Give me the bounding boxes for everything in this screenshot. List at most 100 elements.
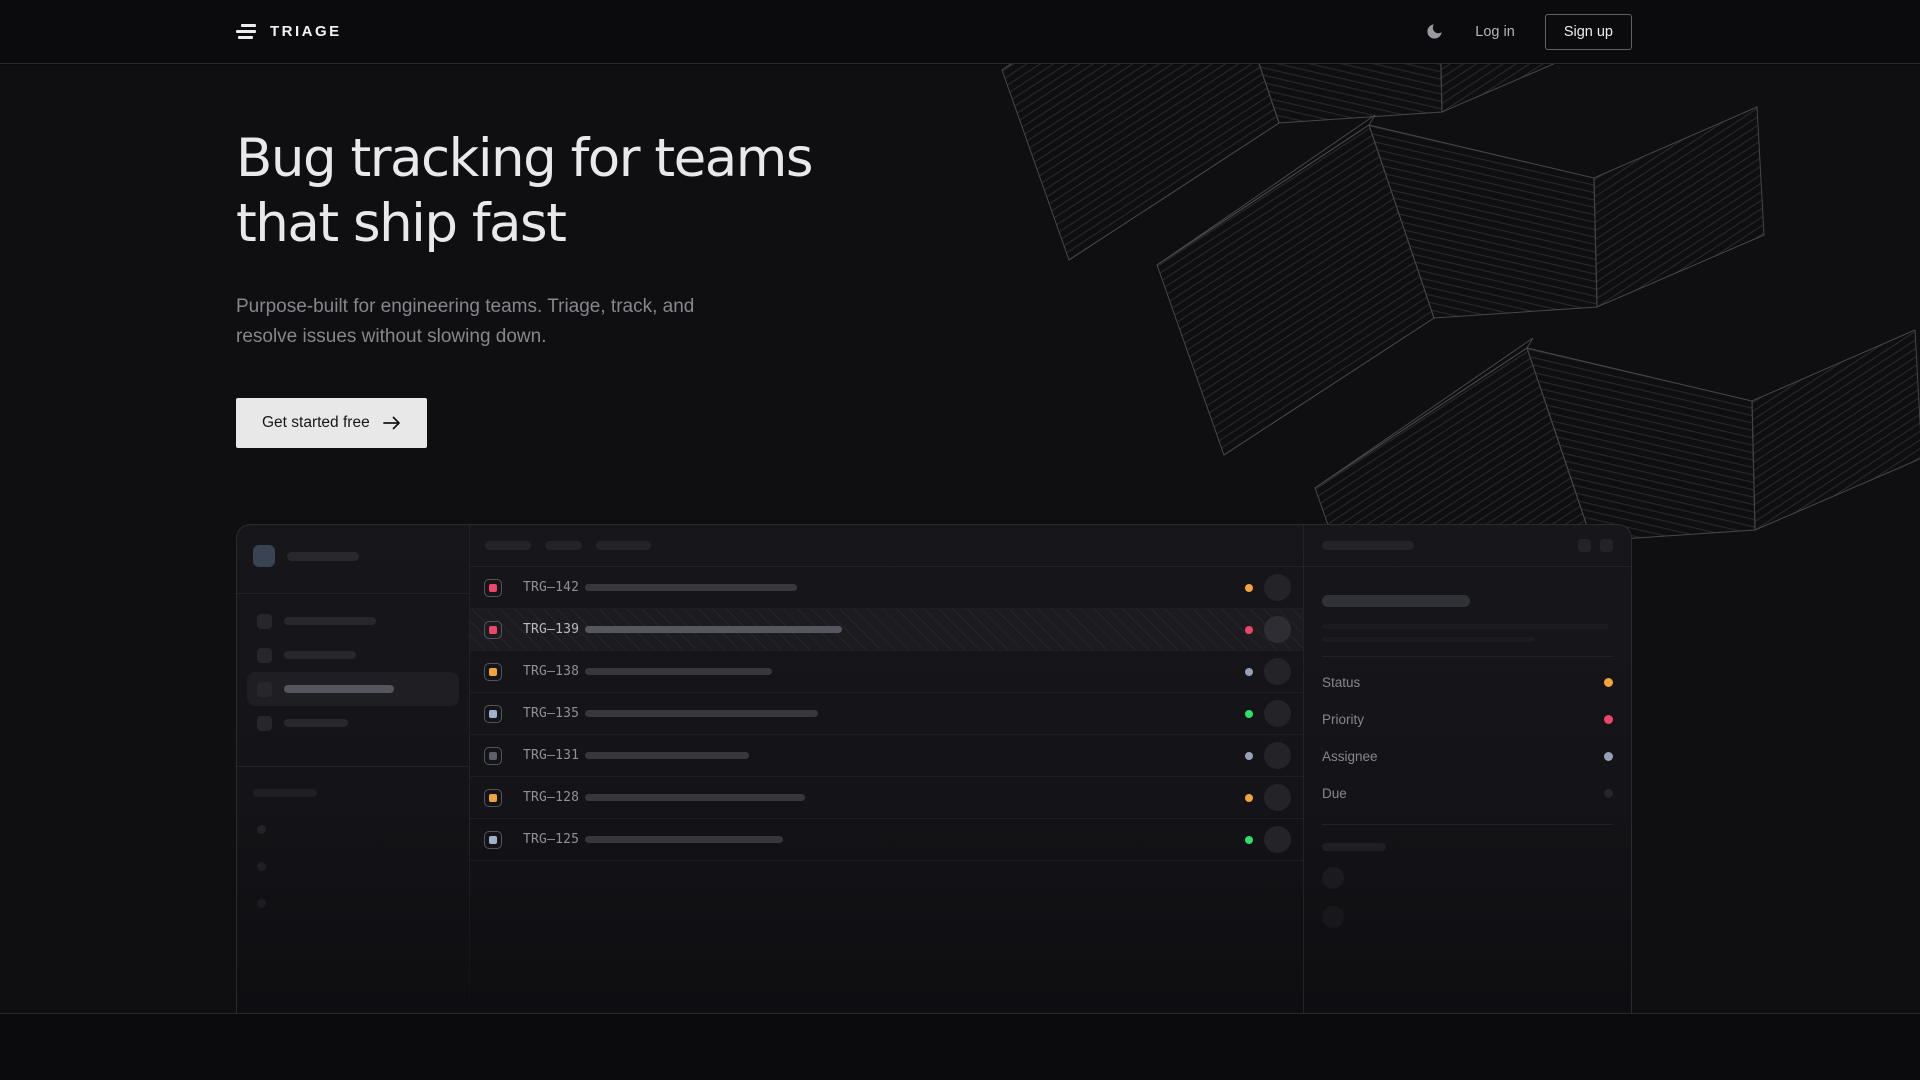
panel-action-button[interactable] — [1578, 539, 1591, 552]
issue-assignee-avatar — [1264, 700, 1291, 727]
next-section — [0, 1013, 1920, 1080]
issue-assignee-avatar — [1264, 826, 1291, 853]
field-value-dot — [1604, 789, 1613, 798]
issue-id: TRG–128 — [523, 790, 580, 805]
nav-icon — [257, 613, 272, 629]
issue-status-dot — [1245, 835, 1253, 844]
issue-title-skeleton — [585, 836, 783, 843]
theme-toggle-button[interactable] — [1423, 21, 1445, 43]
sidebar-dot — [257, 862, 266, 871]
divider — [1322, 656, 1613, 657]
signup-button[interactable]: Sign up — [1544, 13, 1632, 50]
detail-field-row[interactable]: Due — [1322, 775, 1613, 812]
issue-assignee-avatar — [1264, 784, 1291, 811]
issue-description-skeleton — [1322, 637, 1535, 642]
field-value-dot — [1604, 752, 1613, 761]
sidebar-section-label-skeleton — [253, 789, 317, 797]
issue-row[interactable]: TRG–142 — [470, 567, 1303, 609]
issue-assignee-avatar — [1264, 616, 1291, 643]
sidebar-item[interactable] — [247, 638, 459, 672]
issue-row[interactable]: TRG–138 — [470, 651, 1303, 693]
activity-avatar-skeleton — [1322, 867, 1344, 889]
detail-field-row[interactable]: Priority — [1322, 701, 1613, 738]
sidebar-item[interactable] — [247, 604, 459, 638]
workspace-name-skeleton — [287, 551, 359, 561]
issue-status-dot — [1245, 793, 1253, 802]
issue-type-icon — [484, 578, 502, 597]
workspace-switcher[interactable] — [253, 545, 453, 567]
field-value-dot — [1604, 715, 1613, 724]
filter-tab-skeleton — [485, 541, 531, 550]
arrow-right-icon — [382, 416, 400, 430]
preview-sidebar — [237, 525, 470, 1014]
brand-logo[interactable]: TRIAGE — [236, 23, 342, 40]
issue-list-header — [470, 525, 1303, 567]
issue-row[interactable]: TRG–125 — [470, 819, 1303, 861]
divider — [237, 593, 469, 594]
moon-icon — [1427, 24, 1442, 39]
issue-id: TRG–125 — [523, 832, 580, 847]
hero-subtitle: Purpose-built for engineering teams. Tri… — [236, 296, 695, 348]
sidebar-dot — [257, 899, 266, 908]
detail-field-row[interactable]: Assignee — [1322, 738, 1613, 775]
activity-avatar-skeleton — [1322, 906, 1344, 928]
issue-id: TRG–139 — [523, 622, 580, 637]
sidebar-nav — [237, 604, 469, 740]
issue-row[interactable]: TRG–139 — [470, 609, 1303, 651]
issue-row[interactable]: TRG–128 — [470, 777, 1303, 819]
issue-title-skeleton — [585, 710, 818, 717]
activity-section-label-skeleton — [1322, 843, 1386, 851]
divider — [237, 766, 469, 767]
issue-description-skeleton — [1322, 624, 1609, 629]
issue-id: TRG–138 — [523, 664, 580, 679]
panel-title-skeleton — [1322, 541, 1414, 550]
detail-field-row[interactable]: Status — [1322, 664, 1613, 701]
top-nav: TRIAGE Log in Sign up — [0, 0, 1920, 64]
issue-id: TRG–131 — [523, 748, 580, 763]
nav-icon — [257, 681, 272, 697]
login-link[interactable]: Log in — [1475, 23, 1515, 40]
issue-type-icon — [484, 830, 502, 849]
divider — [1322, 824, 1613, 825]
issue-type-icon — [484, 788, 502, 807]
issue-type-icon — [484, 662, 502, 681]
issue-id: TRG–142 — [523, 580, 580, 595]
issue-status-dot — [1245, 625, 1253, 634]
filter-tab-skeleton — [545, 541, 582, 550]
issue-title-skeleton — [1322, 595, 1470, 607]
issue-row[interactable]: TRG–135 — [470, 693, 1303, 735]
field-label: Due — [1322, 786, 1347, 801]
issue-assignee-avatar — [1264, 574, 1291, 601]
field-label: Assignee — [1322, 749, 1378, 764]
issue-type-icon — [484, 746, 502, 765]
issue-type-icon — [484, 620, 502, 639]
filter-tab-skeleton — [596, 541, 651, 550]
brand-name: TRIAGE — [270, 23, 342, 40]
sidebar-item[interactable] — [247, 706, 459, 740]
get-started-button[interactable]: Get started free — [236, 398, 427, 449]
issue-title-skeleton — [585, 584, 797, 591]
issue-status-dot — [1245, 583, 1253, 592]
issue-type-icon — [484, 704, 502, 723]
panel-action-button[interactable] — [1600, 539, 1613, 552]
issue-title-skeleton — [585, 794, 805, 801]
detail-panel-header — [1304, 525, 1631, 567]
triage-logo-icon — [236, 24, 258, 39]
issue-title-skeleton — [585, 752, 749, 759]
sidebar-item-active[interactable] — [247, 672, 459, 706]
issue-row[interactable]: TRG–131 — [470, 735, 1303, 777]
field-value-dot — [1604, 678, 1613, 687]
workspace-avatar — [253, 545, 275, 567]
issue-assignee-avatar — [1264, 742, 1291, 769]
sidebar-dot — [257, 825, 266, 834]
issue-assignee-avatar — [1264, 658, 1291, 685]
field-label: Status — [1322, 675, 1361, 690]
get-started-label: Get started free — [262, 414, 370, 432]
